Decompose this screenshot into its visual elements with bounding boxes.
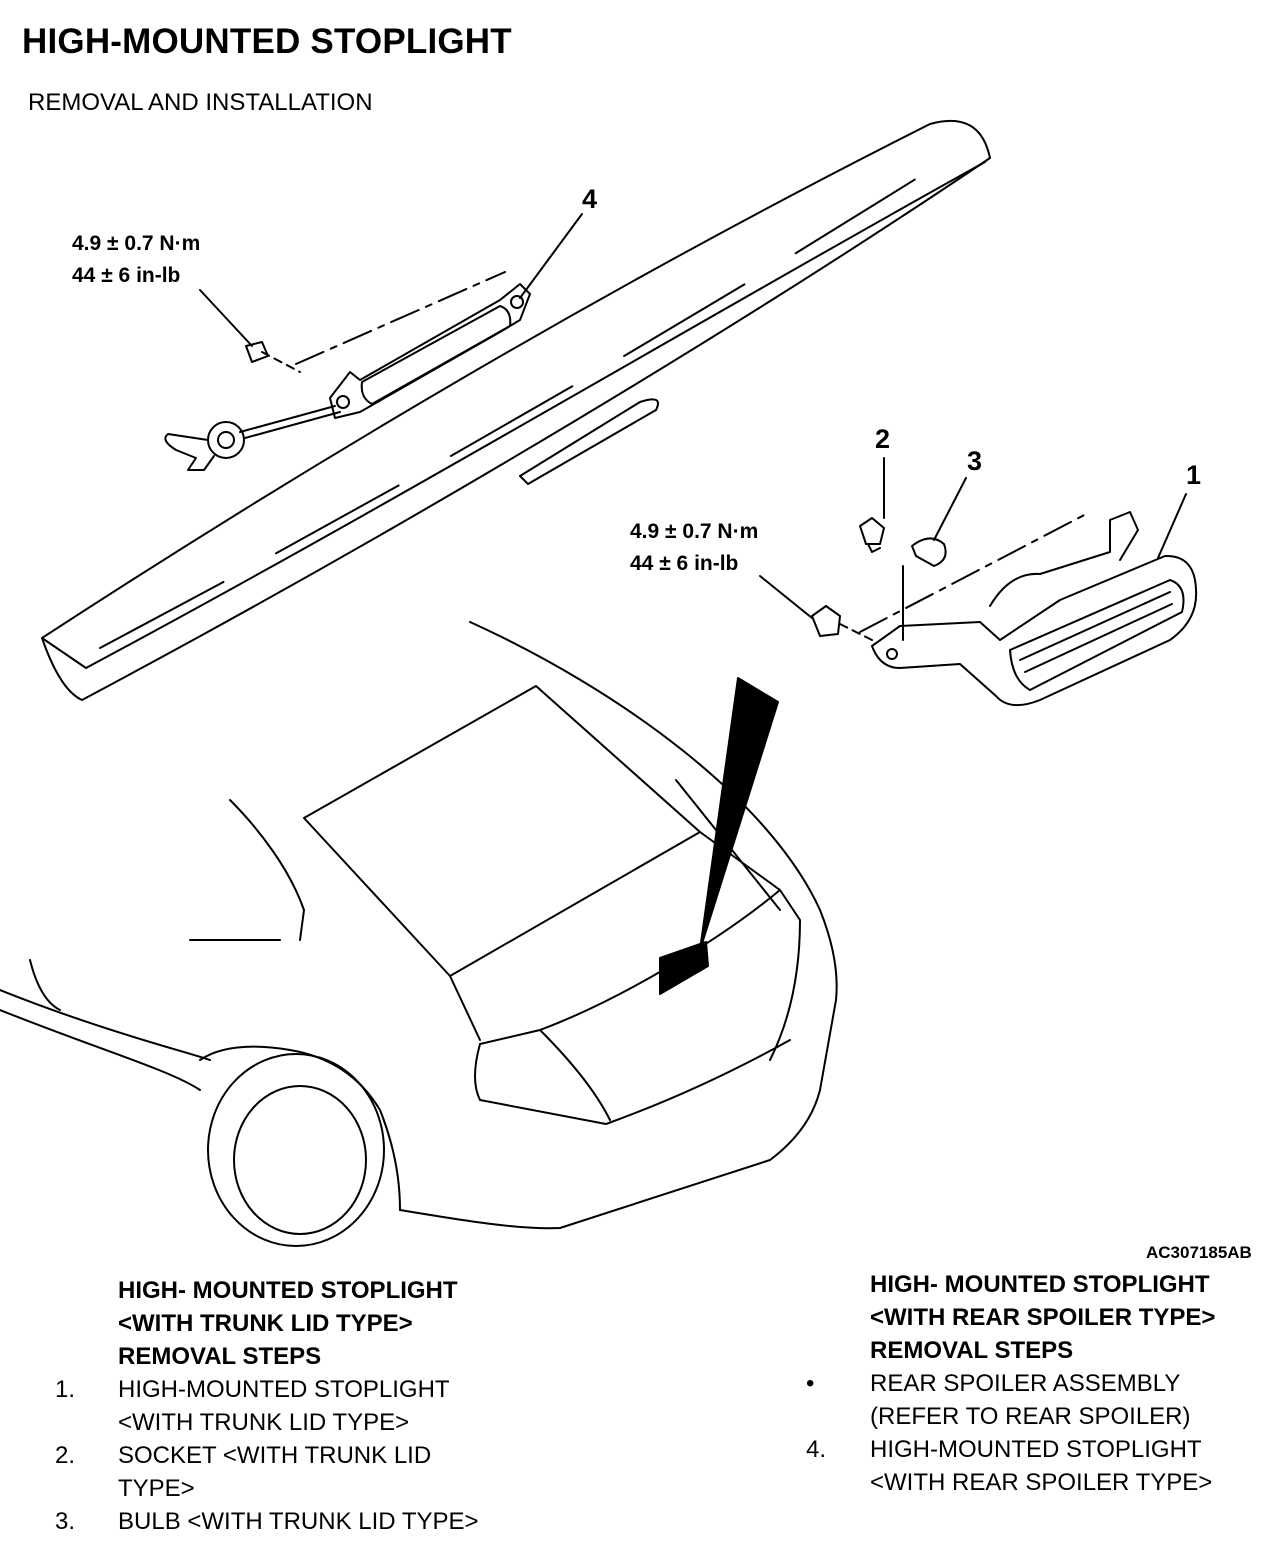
- callout-3: 3: [967, 446, 983, 476]
- callout-4: 4: [582, 184, 598, 214]
- list-item: 1. HIGH-MOUNTED STOPLIGHT <WITH TRUNK LI…: [55, 1373, 575, 1439]
- section-subtitle: REMOVAL AND INSTALLATION: [28, 89, 373, 116]
- vehicle-rear-drawing: [0, 621, 838, 1247]
- list-item: 4. HIGH-MOUNTED STOPLIGHT <WITH REAR SPO…: [806, 1433, 1280, 1499]
- figure-id: AC307185AB: [1146, 1243, 1252, 1262]
- step-number: 3.: [55, 1508, 76, 1535]
- callout-1: 1: [1186, 460, 1202, 490]
- steps-heading-type: <WITH REAR SPOILER TYPE>: [870, 1304, 1216, 1331]
- step-text: REAR SPOILER ASSEMBLY (REFER TO REAR SPO…: [870, 1370, 1191, 1430]
- step-number: 4.: [806, 1436, 827, 1463]
- step-text: SOCKET <WITH TRUNK LID TYPE>: [118, 1442, 432, 1502]
- step-number: 2.: [55, 1442, 76, 1469]
- steps-heading-removal: REMOVAL STEPS: [118, 1343, 322, 1370]
- steps-heading-removal: REMOVAL STEPS: [870, 1337, 1074, 1364]
- page-title: HIGH-MOUNTED STOPLIGHT: [22, 22, 512, 61]
- torque-spec-trunk: 4.9 ± 0.7 N·m 44 ± 6 in-lb: [630, 516, 758, 580]
- trunk-stoplight-drawing: [759, 457, 1198, 707]
- steps-heading: HIGH- MOUNTED STOPLIGHT: [118, 1277, 458, 1304]
- callout-2: 2: [875, 424, 891, 454]
- rear-spoiler-removal-steps: HIGH- MOUNTED STOPLIGHT <WITH REAR SPOIL…: [806, 1268, 1280, 1499]
- torque-value-imperial: 44 ± 6 in-lb: [630, 552, 739, 575]
- torque-spec-spoiler: 4.9 ± 0.7 N·m 44 ± 6 in-lb: [72, 228, 200, 292]
- step-text: HIGH-MOUNTED STOPLIGHT <WITH TRUNK LID T…: [118, 1376, 450, 1436]
- exploded-view-illustration: [0, 119, 1198, 1247]
- step-text: HIGH-MOUNTED STOPLIGHT <WITH REAR SPOILE…: [870, 1436, 1213, 1496]
- rear-spoiler-drawing: [41, 119, 991, 701]
- step-text: BULB <WITH TRUNK LID TYPE>: [118, 1508, 479, 1535]
- bullet-marker: •: [806, 1370, 815, 1397]
- step-number: 1.: [55, 1376, 76, 1403]
- steps-heading-type: <WITH TRUNK LID TYPE>: [118, 1310, 413, 1337]
- trunk-lid-removal-steps: HIGH- MOUNTED STOPLIGHT <WITH TRUNK LID …: [55, 1274, 575, 1538]
- list-item: 2. SOCKET <WITH TRUNK LID TYPE>: [55, 1439, 575, 1505]
- spoiler-stoplight-drawing: [164, 213, 583, 471]
- steps-heading: HIGH- MOUNTED STOPLIGHT: [870, 1271, 1210, 1298]
- torque-value-metric: 4.9 ± 0.7 N·m: [72, 232, 201, 255]
- torque-value-imperial: 44 ± 6 in-lb: [72, 264, 181, 287]
- list-item: 3. BULB <WITH TRUNK LID TYPE>: [55, 1505, 575, 1538]
- torque-value-metric: 4.9 ± 0.7 N·m: [630, 520, 759, 543]
- list-item: • REAR SPOILER ASSEMBLY (REFER TO REAR S…: [806, 1367, 1280, 1433]
